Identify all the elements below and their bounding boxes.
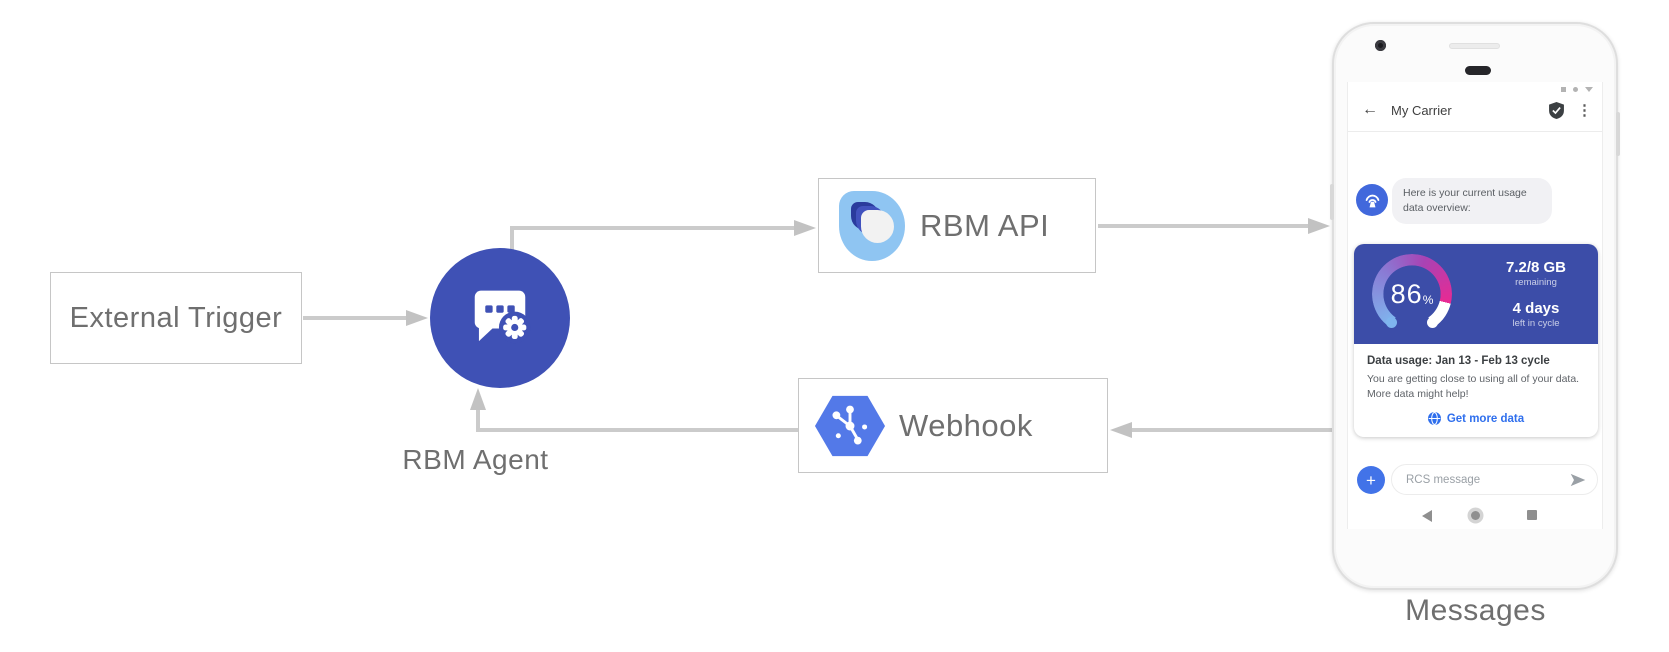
overflow-menu-icon[interactable]: ⋮ — [1577, 102, 1592, 119]
data-remaining-label: remaining — [1515, 277, 1557, 288]
rbm-api-logo-icon — [839, 190, 905, 261]
get-more-data-label: Get more data — [1446, 412, 1525, 425]
webhook-label: Webhook — [899, 407, 1033, 443]
conversation-title: My Carrier — [1391, 103, 1452, 118]
usage-card-details: Data usage: Jan 13 - Feb 13 cycle You ar… — [1354, 344, 1598, 437]
globe-icon — [1427, 412, 1441, 425]
rbm-agent-node — [430, 248, 570, 388]
usage-card: 86 % 7.2/8 GB remaining 4 days left in c… — [1354, 244, 1598, 437]
external-trigger-box: External Trigger — [50, 272, 302, 364]
network-icon — [1573, 86, 1578, 92]
usage-card-body: You are getting close to using all of yo… — [1367, 373, 1580, 400]
usage-card-title: Data usage: Jan 13 - Feb 13 cycle — [1367, 355, 1550, 367]
rcs-message-input[interactable] — [1406, 465, 1566, 494]
days-left-label: left in cycle — [1512, 318, 1560, 329]
gauge-percent: 86 — [1390, 278, 1423, 309]
nav-recents-button[interactable] — [1527, 510, 1537, 520]
cloud-hexagon-icon — [814, 395, 886, 456]
rbm-api-label: RBM API — [920, 207, 1050, 243]
battery-icon — [1585, 86, 1593, 92]
back-arrow-icon[interactable]: ← — [1362, 101, 1378, 118]
chat-bubble-gear-icon — [474, 290, 531, 344]
send-icon[interactable] — [1570, 473, 1586, 487]
data-remaining-value: 7.2/8 GB — [1505, 259, 1567, 276]
plus-icon: + — [1366, 470, 1376, 490]
status-bar — [1561, 85, 1593, 93]
nav-home-button[interactable] — [1471, 511, 1480, 520]
get-more-data-button[interactable]: Get more data — [1367, 412, 1585, 425]
usage-gauge: 86 % — [1372, 254, 1452, 334]
power-button — [1616, 112, 1620, 156]
rbm-agent-label: RBM Agent — [402, 444, 549, 475]
conversation-header: ← My Carrier ⋮ — [1348, 94, 1602, 132]
webhook-box: Webhook — [798, 378, 1108, 473]
broadcast-antenna-icon — [1365, 194, 1379, 207]
nav-back-button[interactable] — [1422, 510, 1432, 522]
message-compose-field — [1391, 464, 1598, 495]
volume-button — [1330, 184, 1334, 220]
rbm-api-box: RBM API — [818, 178, 1096, 273]
signal-icon — [1561, 86, 1566, 92]
phone-screen: ← My Carrier ⋮ Here is your current usag… — [1347, 82, 1603, 529]
usage-stats: 7.2/8 GB remaining 4 days left in cycle — [1474, 244, 1598, 344]
arrow-agent-to-api — [510, 220, 816, 252]
front-camera — [1375, 40, 1386, 51]
days-left-value: 4 days — [1512, 300, 1560, 317]
messages-label: Messages — [1405, 594, 1546, 627]
earpiece — [1465, 66, 1491, 75]
phone-mockup: ← My Carrier ⋮ Here is your current usag… — [1330, 22, 1620, 590]
chat-bubble: Here is your current usage data overview… — [1392, 178, 1552, 224]
add-attachment-button[interactable]: + — [1357, 466, 1385, 494]
agent-avatar — [1356, 184, 1388, 216]
arrow-webhook-to-agent — [470, 388, 798, 432]
speaker-slit — [1449, 43, 1500, 49]
verified-shield-icon[interactable] — [1549, 102, 1564, 119]
gauge-percent-unit: % — [1422, 292, 1434, 307]
external-trigger-label: External Trigger — [69, 301, 283, 334]
usage-card-summary: 86 % 7.2/8 GB remaining 4 days left in c… — [1354, 244, 1598, 344]
